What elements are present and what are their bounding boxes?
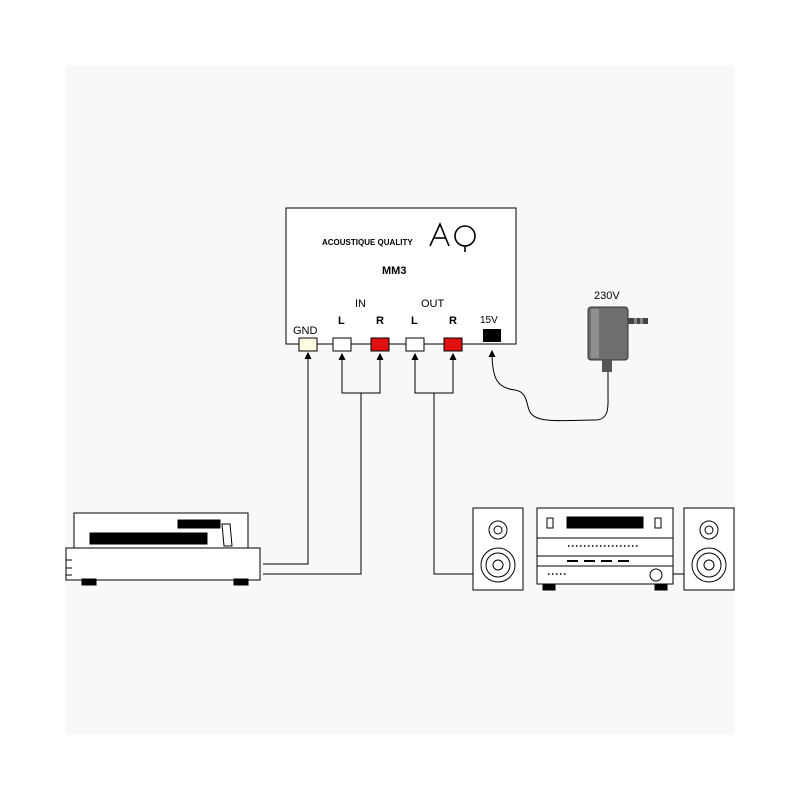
brand-text: ACOUSTIQUE QUALITY [322,238,413,247]
amplifier-stack-icon [536,507,674,591]
out-label: OUT [421,298,445,310]
in-right-arrow-icon [376,352,384,361]
out-left-label: L [411,315,418,327]
out-right-jack[interactable] [443,337,463,352]
in-left-arrow-icon [338,352,346,361]
out-left-arrow-icon [411,352,419,361]
mm3-preamp-box [285,207,517,345]
power-arrow-icon [488,349,496,358]
out-left-jack[interactable] [405,337,425,352]
gnd-label: GND [293,325,318,337]
out-right-label: R [449,315,457,327]
power-adapter-icon [587,306,648,372]
aq-logo-icon [429,221,476,252]
in-label: IN [355,298,366,310]
left-speaker-icon [472,507,524,591]
power-jack[interactable] [483,329,501,342]
turntable-icon [65,512,261,586]
out-right-arrow-icon [449,352,457,361]
in-cable [263,356,381,575]
in-left-label: L [338,315,345,327]
power-cable [491,351,609,422]
gnd-cable [263,354,309,565]
power-label: 15V [480,315,498,326]
gnd-jack[interactable] [298,337,318,352]
out-cable [414,356,473,575]
right-speaker-icon [683,507,735,591]
in-left-jack[interactable] [332,337,352,352]
gnd-arrow-icon [304,351,312,360]
background-band [65,65,735,735]
in-right-jack[interactable] [370,337,390,352]
model-label: MM3 [382,265,407,277]
in-right-label: R [376,315,384,327]
adapter-voltage-label: 230V [594,290,620,302]
